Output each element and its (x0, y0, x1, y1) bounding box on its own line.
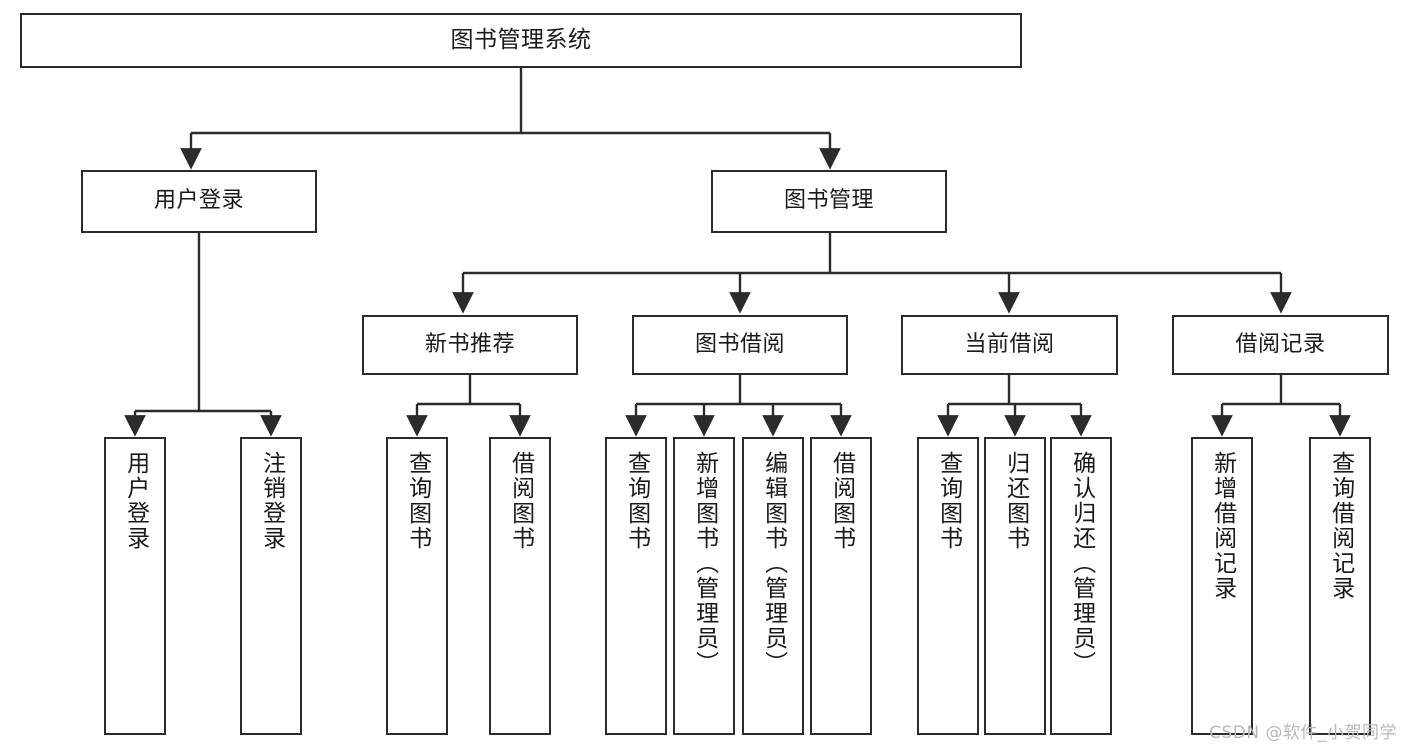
node-leaf-return-book-label: 归还图书 (1002, 451, 1029, 551)
node-leaf-confirm-return-admin[interactable]: 确认归还（管理员） (1050, 437, 1112, 735)
node-user-login[interactable]: 用户登录 (81, 170, 317, 233)
node-root[interactable]: 图书管理系统 (20, 13, 1022, 68)
node-current-borrow[interactable]: 当前借阅 (901, 315, 1118, 375)
node-leaf-confirm-return-admin-label: 确认归还（管理员） (1068, 451, 1095, 676)
node-leaf-add-book-admin-label: 新增图书（管理员） (691, 451, 718, 676)
node-leaf-query-book-current-label: 查询图书 (935, 451, 962, 551)
node-leaf-query-borrow-record-label: 查询借阅记录 (1327, 451, 1354, 601)
node-leaf-add-borrow-record[interactable]: 新增借阅记录 (1191, 437, 1253, 735)
node-current-borrow-label: 当前借阅 (964, 331, 1055, 357)
node-leaf-return-book[interactable]: 归还图书 (984, 437, 1046, 735)
node-leaf-query-book-recommend[interactable]: 查询图书 (386, 437, 448, 735)
node-book-management[interactable]: 图书管理 (711, 170, 947, 233)
node-user-login-label: 用户登录 (153, 188, 244, 214)
node-leaf-borrow-book[interactable]: 借阅图书 (810, 437, 872, 735)
node-leaf-user-login-label: 用户登录 (122, 451, 149, 551)
node-leaf-query-book-recommend-label: 查询图书 (404, 451, 431, 551)
csdn-watermark: CSDN @软件_小贺同学 (1209, 723, 1397, 743)
node-book-borrow[interactable]: 图书借阅 (632, 315, 848, 375)
node-root-label: 图书管理系统 (450, 26, 592, 53)
node-leaf-logout-login-label: 注销登录 (258, 451, 285, 551)
node-leaf-query-book-current[interactable]: 查询图书 (917, 437, 979, 735)
node-leaf-borrow-book-recommend-label: 借阅图书 (507, 451, 534, 551)
node-leaf-query-borrow-record[interactable]: 查询借阅记录 (1309, 437, 1371, 735)
node-leaf-add-book-admin[interactable]: 新增图书（管理员） (673, 437, 735, 735)
node-leaf-logout-login[interactable]: 注销登录 (240, 437, 302, 735)
node-new-book-recommend-label: 新书推荐 (424, 331, 515, 357)
node-leaf-query-book-borrow-label: 查询图书 (623, 451, 650, 551)
node-borrow-record[interactable]: 借阅记录 (1172, 315, 1389, 375)
node-leaf-borrow-book-recommend[interactable]: 借阅图书 (489, 437, 551, 735)
node-leaf-query-book-borrow[interactable]: 查询图书 (605, 437, 667, 735)
node-leaf-edit-book-admin[interactable]: 编辑图书（管理员） (742, 437, 804, 735)
node-leaf-user-login[interactable]: 用户登录 (104, 437, 166, 735)
node-book-borrow-label: 图书借阅 (694, 331, 785, 357)
node-leaf-add-borrow-record-label: 新增借阅记录 (1209, 451, 1236, 601)
node-leaf-borrow-book-label: 借阅图书 (828, 451, 855, 551)
node-book-management-label: 图书管理 (783, 188, 874, 214)
node-leaf-edit-book-admin-label: 编辑图书（管理员） (760, 451, 787, 676)
node-new-book-recommend[interactable]: 新书推荐 (362, 315, 578, 375)
node-borrow-record-label: 借阅记录 (1235, 331, 1326, 357)
